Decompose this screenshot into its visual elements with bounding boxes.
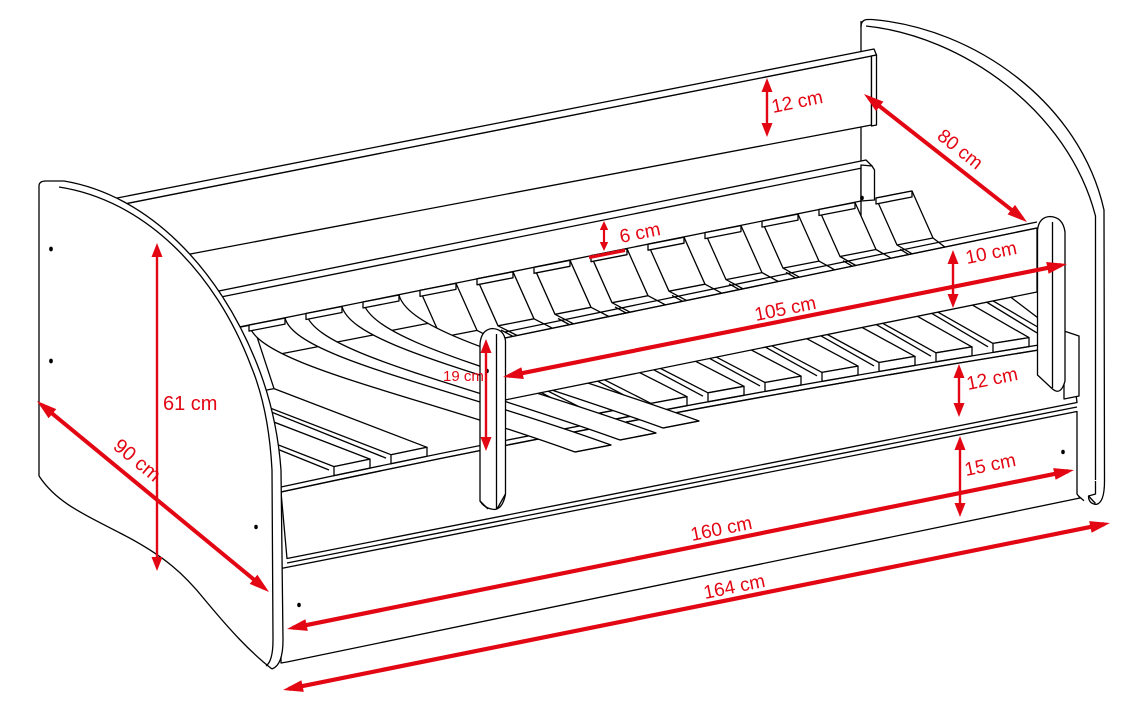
svg-text:19 cm: 19 cm — [443, 368, 484, 385]
svg-text:61 cm: 61 cm — [163, 393, 217, 415]
